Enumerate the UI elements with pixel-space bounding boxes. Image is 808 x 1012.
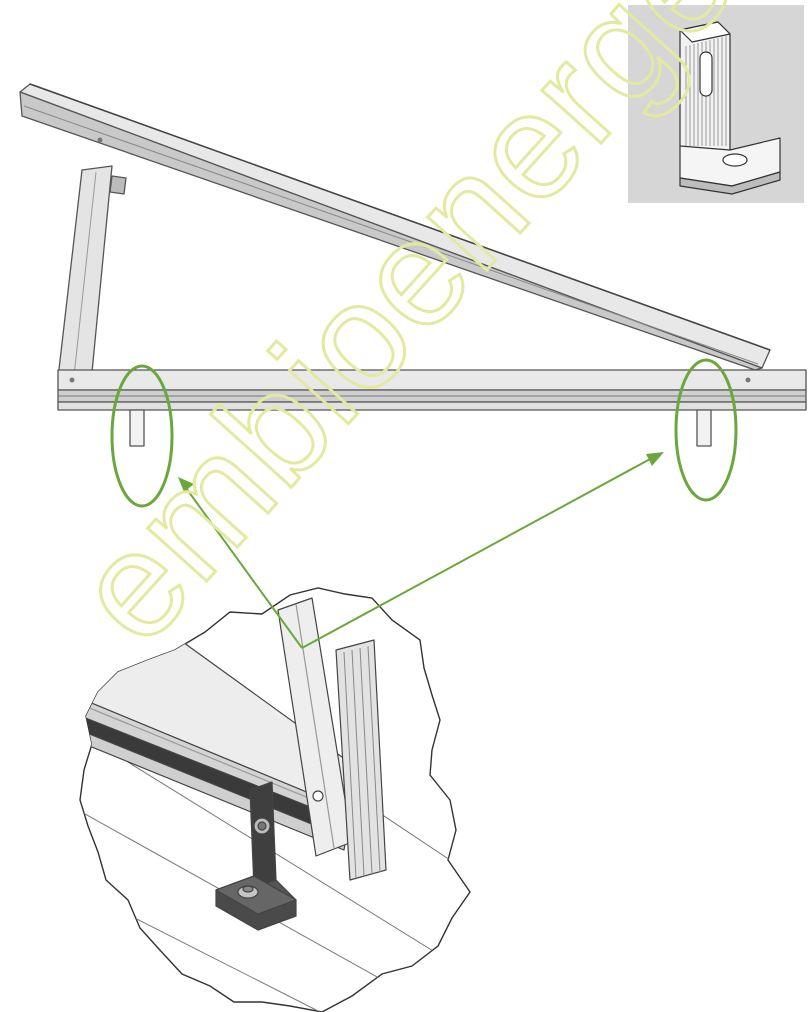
arrow-to-left-anchor [185,487,303,649]
l-bracket-inset [628,5,804,203]
arrow-to-right-anchor [301,457,653,649]
foot-anchor-right [696,409,712,447]
pointer-arrows [178,452,664,649]
l-bracket-icon [679,21,781,195]
roof-anchor-detail-icon [79,587,471,1012]
foot-anchor-left [129,409,145,447]
solar-mount-frame-icon [19,83,807,447]
highlight-ellipse-right [674,358,738,502]
highlight-ellipse-left [110,364,174,508]
base-rail [57,369,807,411]
